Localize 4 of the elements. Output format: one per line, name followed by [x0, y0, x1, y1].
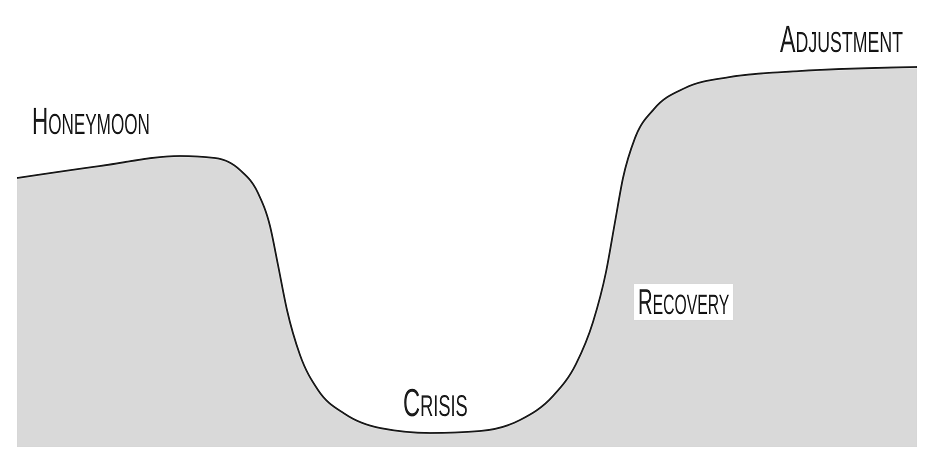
stage-label: ADJUSTMENT: [780, 21, 903, 59]
stage-label: RECOVERY: [634, 284, 734, 320]
stage-label: HONEYMOON: [32, 103, 150, 141]
stage-label: CRISIS: [403, 384, 468, 423]
